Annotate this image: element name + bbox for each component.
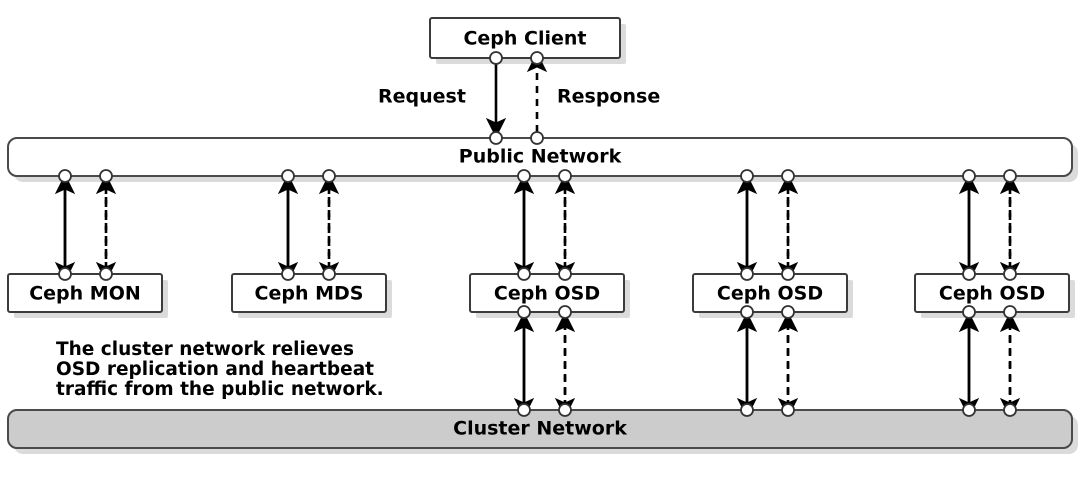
port-public-mon-dashed — [99, 169, 113, 183]
port-public-mon-solid — [58, 169, 72, 183]
port-cluster-osd1-solid — [517, 403, 531, 417]
cluster-network-bar[interactable]: Cluster Network — [7, 409, 1073, 449]
port-cluster-osd3-solid — [962, 403, 976, 417]
port-osd2-bottom-solid — [740, 305, 754, 319]
port-osd3-bottom-dashed — [1003, 305, 1017, 319]
port-public-osd1-solid — [517, 169, 531, 183]
port-public-top-response — [530, 131, 544, 145]
port-osd3-bottom-solid — [962, 305, 976, 319]
cluster-network-note: The cluster network relieves OSD replica… — [56, 339, 384, 400]
ceph-mds-node[interactable]: Ceph MDS — [231, 273, 387, 313]
port-cluster-osd2-solid — [740, 403, 754, 417]
ceph-osd-2-node[interactable]: Ceph OSD — [692, 273, 848, 313]
request-label: Request — [378, 86, 466, 108]
port-osd1-top-dashed — [558, 267, 572, 281]
ceph-client-node[interactable]: Ceph Client — [429, 17, 621, 59]
port-cluster-osd3-dashed — [1003, 403, 1017, 417]
cluster-daemon-edges — [513, 311, 1021, 419]
port-public-mds-solid — [281, 169, 295, 183]
port-osd1-top-solid — [517, 267, 531, 281]
port-osd1-bottom-dashed — [558, 305, 572, 319]
ceph-mon-label: Ceph MON — [29, 283, 141, 305]
port-public-osd2-dashed — [781, 169, 795, 183]
port-osd2-top-solid — [740, 267, 754, 281]
port-mon-top-dashed — [99, 267, 113, 281]
port-mon-top-solid — [58, 267, 72, 281]
public-network-bar[interactable]: Public Network — [7, 137, 1073, 177]
cluster-network-label: Cluster Network — [453, 418, 627, 440]
port-public-osd2-solid — [740, 169, 754, 183]
port-cluster-osd2-dashed — [781, 403, 795, 417]
port-mds-top-dashed — [322, 267, 336, 281]
port-public-top-request — [489, 131, 503, 145]
ceph-osd-3-label: Ceph OSD — [939, 283, 1045, 305]
port-public-osd3-solid — [962, 169, 976, 183]
port-client-response — [530, 51, 544, 65]
note-line-1: The cluster network relieves — [56, 339, 354, 360]
port-osd2-top-dashed — [781, 267, 795, 281]
port-mds-top-solid — [281, 267, 295, 281]
ceph-mds-label: Ceph MDS — [255, 283, 364, 305]
ceph-mon-node[interactable]: Ceph MON — [7, 273, 163, 313]
ceph-osd-3-node[interactable]: Ceph OSD — [914, 273, 1070, 313]
port-osd1-bottom-solid — [517, 305, 531, 319]
ceph-osd-1-label: Ceph OSD — [494, 283, 600, 305]
port-osd3-top-dashed — [1003, 267, 1017, 281]
public-network-label: Public Network — [459, 146, 622, 168]
port-circles — [58, 51, 1017, 417]
port-cluster-osd1-dashed — [558, 403, 572, 417]
ceph-osd-2-label: Ceph OSD — [717, 283, 823, 305]
public-daemon-edges — [54, 173, 1021, 283]
port-osd3-top-solid — [962, 267, 976, 281]
client-public-edges — [485, 51, 548, 139]
port-public-osd3-dashed — [1003, 169, 1017, 183]
ceph-osd-1-node[interactable]: Ceph OSD — [469, 273, 625, 313]
port-public-osd1-dashed — [558, 169, 572, 183]
port-client-request — [489, 51, 503, 65]
note-line-2: OSD replication and heartbeat — [56, 359, 374, 380]
port-public-mds-dashed — [322, 169, 336, 183]
port-osd2-bottom-dashed — [781, 305, 795, 319]
note-line-3: traffic from the public network. — [56, 379, 384, 400]
response-label: Response — [557, 86, 660, 108]
ceph-client-label: Ceph Client — [463, 28, 586, 50]
